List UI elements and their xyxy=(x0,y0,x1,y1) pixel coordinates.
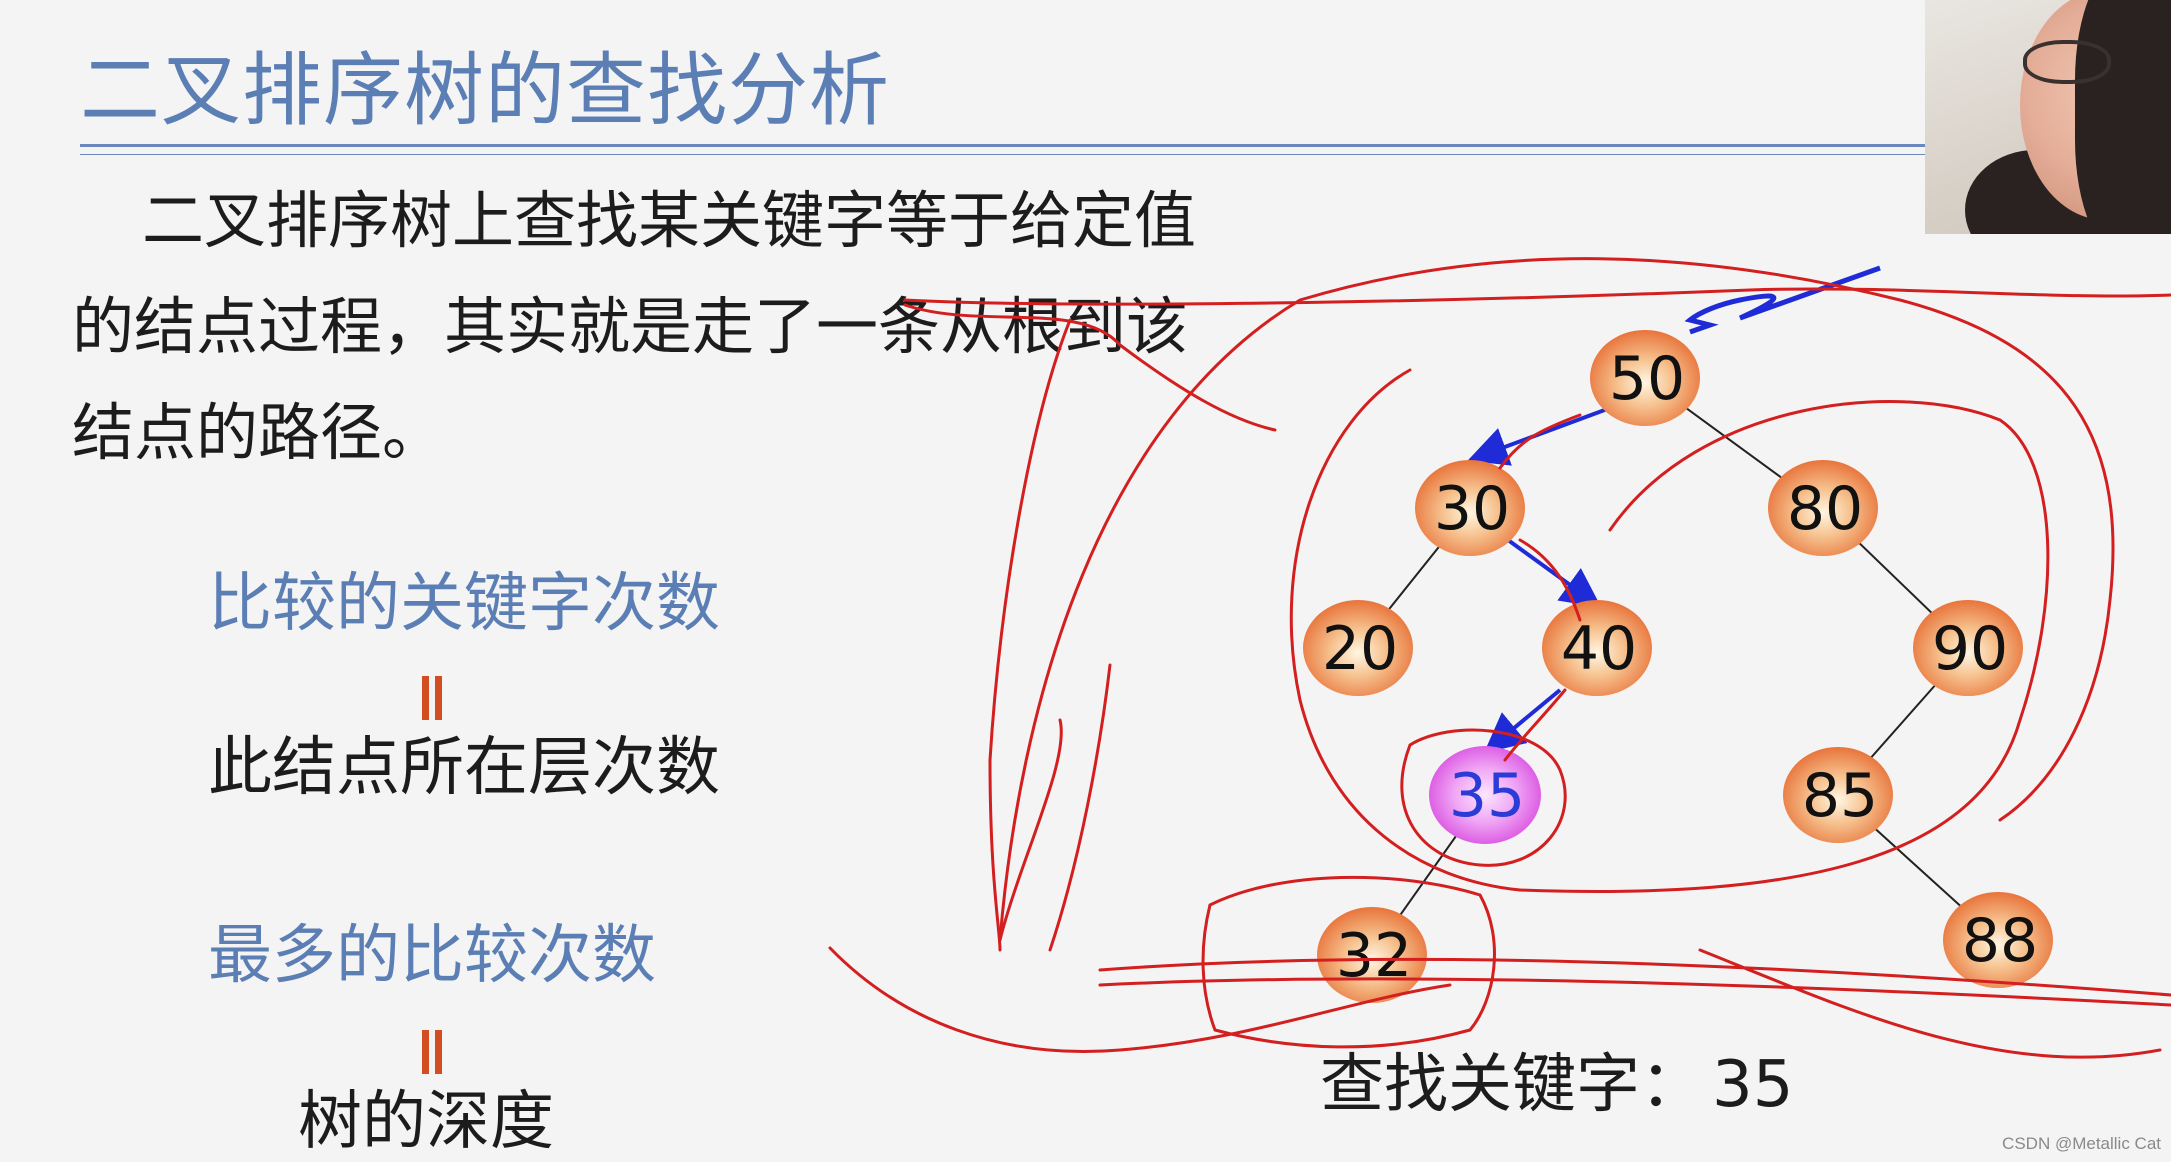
node-30: 30 xyxy=(1415,460,1525,556)
search-key-label: 查找关键字： xyxy=(1320,1048,1704,1122)
equals-sign-1 xyxy=(420,676,444,720)
glasses-icon xyxy=(2023,40,2111,84)
pen-box-32 xyxy=(1201,875,1496,1049)
node-85-label: 85 xyxy=(1802,761,1878,831)
node-40-label: 40 xyxy=(1561,614,1637,684)
node-20-label: 20 xyxy=(1322,614,1398,684)
max-compare-label: 最多的比较次数 xyxy=(208,919,656,993)
path-40-35-arrow xyxy=(1483,688,1562,754)
node-level-label: 此结点所在层次数 xyxy=(208,731,720,805)
node-35-highlighted: 35 xyxy=(1429,746,1541,844)
node-35-label: 35 xyxy=(1449,761,1525,831)
node-50-label: 50 xyxy=(1609,344,1685,414)
pen-inner-tree xyxy=(1289,368,1522,892)
intro-line-1: 二叉排序树上查找某关键字等于给定值 xyxy=(142,184,1197,257)
pen-loop-left xyxy=(988,318,1072,952)
node-32: 32 xyxy=(1317,907,1427,1003)
pen-circle-35 xyxy=(1400,728,1567,867)
search-key-value: 35 xyxy=(1712,1048,1794,1122)
search-key-caption: 查找关键字：35 xyxy=(1320,1045,1793,1125)
watermark: CSDN @Metallic Cat xyxy=(2002,1134,2161,1153)
title-underline-thin xyxy=(80,154,1925,155)
path-entry-arrow xyxy=(1684,265,1881,335)
node-88: 88 xyxy=(1943,892,2053,988)
node-50: 50 xyxy=(1590,330,1700,426)
compare-count-label: 比较的关键字次数 xyxy=(208,567,720,641)
pen-left-hook xyxy=(998,663,1112,952)
pen-loop-inner-right xyxy=(1518,400,2050,893)
path-30-40-arrow xyxy=(1506,538,1602,608)
pen-loop-outer xyxy=(998,257,2115,942)
intro-line-3: 结点的路径。 xyxy=(72,396,445,469)
tree-depth-label: 树的深度 xyxy=(298,1085,554,1159)
page-title: 二叉排序树的查找分析 xyxy=(80,44,890,137)
node-80: 80 xyxy=(1768,460,1878,556)
node-20: 20 xyxy=(1303,600,1413,696)
pen-stroke-top2 xyxy=(903,303,1277,432)
presenter-webcam xyxy=(1925,0,2171,234)
pen-path-red xyxy=(1498,413,1582,762)
search-path xyxy=(1467,265,1881,754)
title-underline xyxy=(80,144,1925,147)
node-88-label: 88 xyxy=(1962,906,2038,976)
node-90-label: 90 xyxy=(1932,614,2008,684)
node-85: 85 xyxy=(1783,747,1893,843)
node-40: 40 xyxy=(1542,600,1652,696)
pen-stroke-top xyxy=(903,287,2171,306)
node-90: 90 xyxy=(1913,600,2023,696)
node-30-label: 30 xyxy=(1434,474,1510,544)
node-80-label: 80 xyxy=(1787,474,1863,544)
tree-nodes: 50 30 80 20 40 90 xyxy=(1303,330,2053,1003)
equals-sign-2 xyxy=(420,1030,444,1074)
pen-bottom-strokes xyxy=(828,946,2171,1059)
node-32-label: 32 xyxy=(1336,921,1412,991)
path-50-30-arrow xyxy=(1467,406,1611,466)
pen-annotations xyxy=(828,257,2171,1059)
